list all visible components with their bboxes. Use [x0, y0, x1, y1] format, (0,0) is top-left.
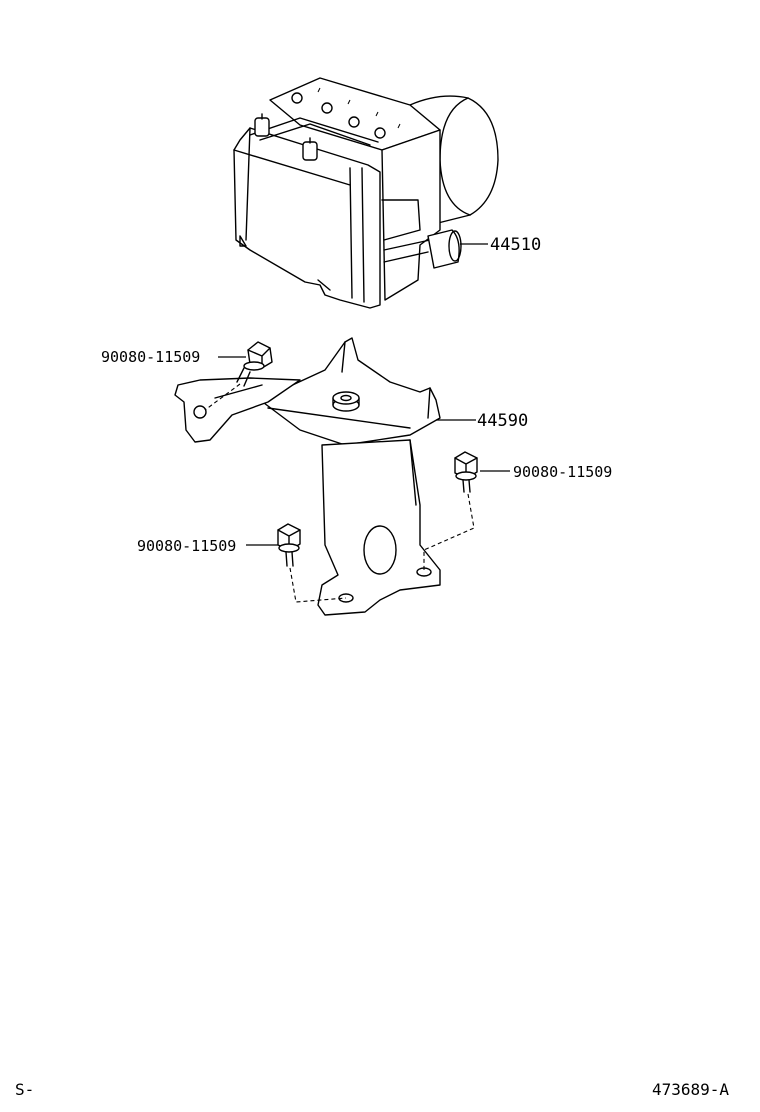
bracket-drawing — [174, 337, 441, 616]
bolt-upper-left-drawing — [204, 341, 273, 411]
label-abs-actuator: 44510 — [490, 235, 541, 255]
label-bracket: 44590 — [477, 411, 528, 431]
bolt-right-drawing — [423, 451, 478, 572]
illustration-id: 473689-A — [652, 1080, 730, 1099]
label-bolt-upper-left: 90080-11509 — [101, 348, 200, 366]
abs-actuator-drawing — [233, 77, 499, 309]
label-bolt-right: 90080-11509 — [513, 463, 612, 481]
label-bolt-lower-left: 90080-11509 — [137, 537, 236, 555]
footer-left-code: S- — [15, 1080, 35, 1099]
